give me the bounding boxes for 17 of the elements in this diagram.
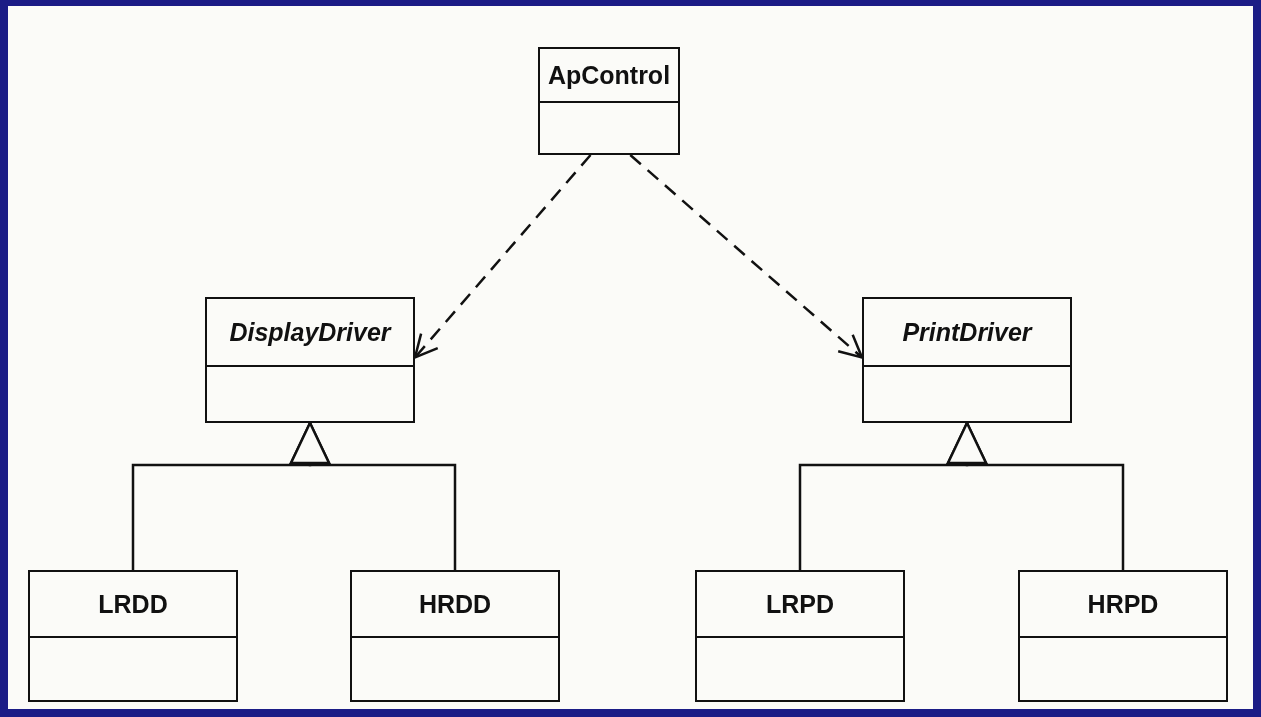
class-name: PrintDriver <box>902 317 1032 347</box>
class-box <box>695 570 905 702</box>
class-name: LRPD <box>765 589 835 619</box>
class-box <box>350 570 560 702</box>
class-name: LRDD <box>98 589 168 619</box>
class-box <box>28 570 238 702</box>
dependency-arrow <box>629 154 864 359</box>
class-name: ApControl <box>547 60 671 90</box>
class-box <box>862 297 1072 423</box>
inheritance-arrow <box>289 421 457 570</box>
class-name: HRPD <box>1087 589 1159 619</box>
class-box <box>1018 570 1228 702</box>
class-name: HRDD <box>418 589 492 619</box>
class-box <box>538 47 680 155</box>
class-box <box>205 297 415 423</box>
inheritance-arrow <box>946 421 1125 570</box>
class-name: DisplayDriver <box>229 317 391 347</box>
